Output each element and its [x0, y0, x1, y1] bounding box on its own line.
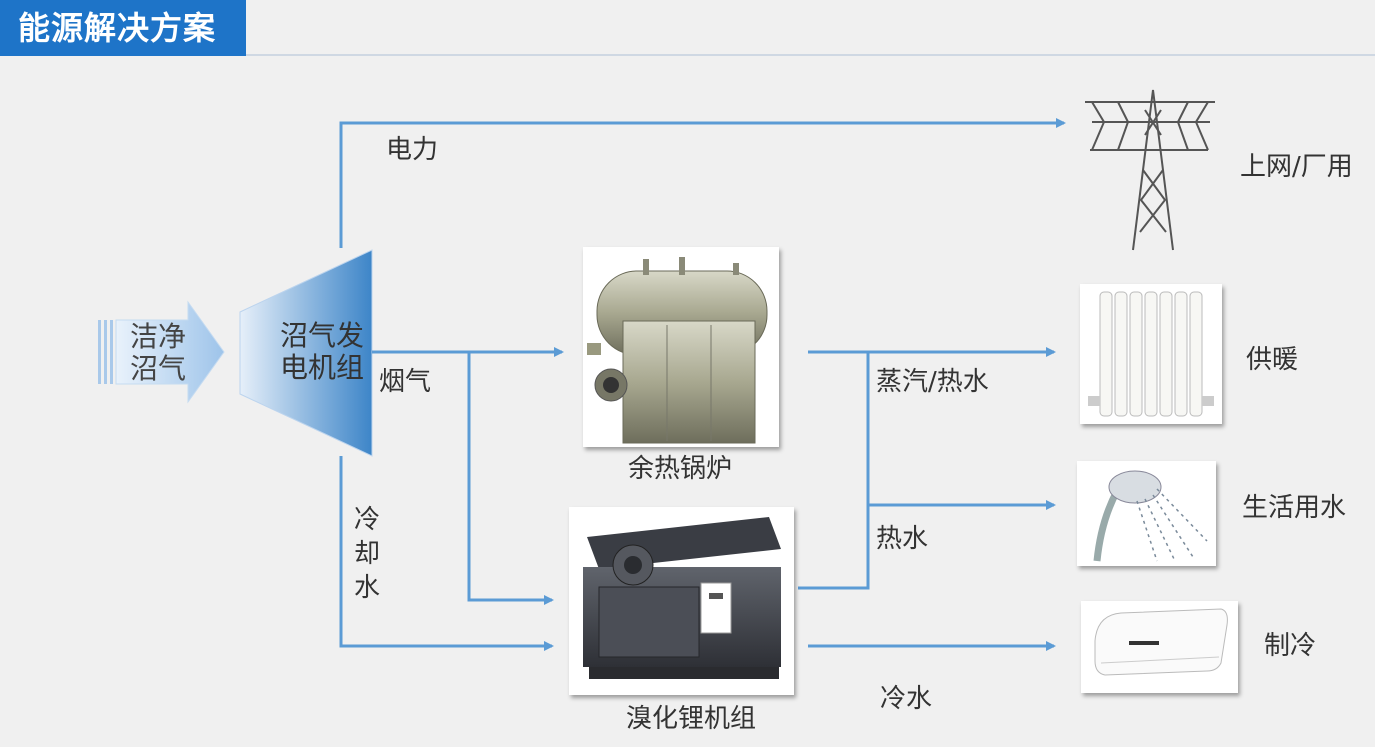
source-label: 洁净 沼气	[129, 320, 186, 385]
power-arrow	[339, 118, 1066, 248]
shower-image	[1077, 461, 1216, 566]
heating-output-label: 供暖	[1246, 345, 1299, 375]
power-tower-icon	[1085, 89, 1215, 251]
cooling-water-flow-label: 冷却水	[354, 505, 381, 603]
cooling-water-arrow	[339, 456, 554, 651]
boiler-label: 余热锅炉	[628, 454, 733, 484]
flow-arrows	[339, 118, 1066, 651]
hot-water-flow-label: 热水	[876, 524, 929, 554]
generator-label: 沼气发 电机组	[279, 319, 364, 384]
header-divider	[246, 54, 1375, 56]
radiator-image	[1080, 284, 1222, 424]
chiller-label: 溴化锂机组	[626, 704, 757, 734]
page-title: 能源解决方案	[0, 0, 246, 56]
air-conditioner-image	[1081, 601, 1238, 693]
steam-hot-water-flow-label: 蒸汽/热水	[876, 367, 989, 397]
flue-gas-flow-label: 烟气	[379, 367, 432, 397]
grid-output-label: 上网/厂用	[1240, 152, 1353, 182]
flue-gas-branch-arrow	[467, 352, 554, 605]
chiller-image	[569, 507, 794, 695]
cold-water-flow-label: 冷水	[880, 684, 933, 714]
cooling-output-label: 制冷	[1264, 631, 1317, 661]
steam-riser	[798, 352, 870, 590]
source-arrow-shape	[98, 300, 225, 404]
power-flow-label: 电力	[386, 135, 439, 165]
boiler-image	[583, 247, 779, 447]
domestic-water-output-label: 生活用水	[1242, 493, 1347, 523]
generator-shape	[239, 249, 373, 457]
